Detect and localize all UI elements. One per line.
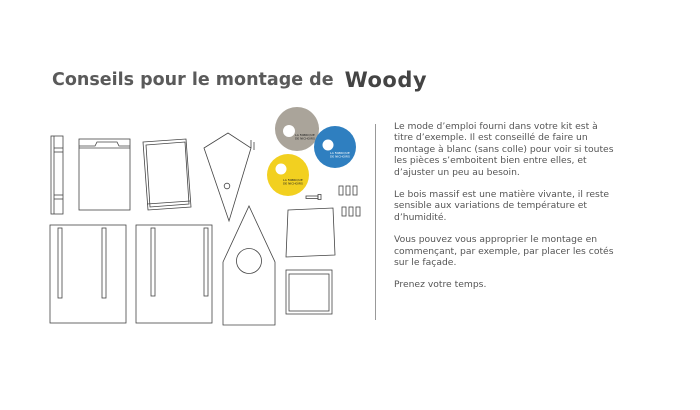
part-roof-shape	[203, 132, 255, 223]
title-text: Conseils pour le montage de	[52, 70, 334, 90]
disc-blue-label-1: LA FABRIQUE	[330, 151, 350, 155]
advice-text: Le mode d’emploi fourni dans votre kit e…	[394, 121, 616, 302]
part-square-panel	[285, 207, 336, 258]
disc-blue: LA FABRIQUE DE NICHOIRS	[314, 126, 356, 168]
disc-blue-label-2: DE NICHOIRS	[330, 155, 350, 159]
disc-grey-label-1: LA FABRIQUE	[295, 133, 315, 137]
part-side-panel-right	[135, 224, 213, 324]
part-tilted-panel	[142, 138, 192, 211]
part-front-facade	[222, 205, 276, 326]
disc-yellow-label-2: DE NICHOIRS	[283, 182, 303, 186]
disc-yellow: LA FABRIQUE DE NICHOIRS	[267, 154, 309, 196]
kit-parts-illustration: LA FABRIQUE DE NICHOIRS LA FABRIQUE DE N…	[49, 107, 361, 326]
paragraph-kit-instructions: Le mode d’emploi fourni dans votre kit e…	[394, 121, 614, 178]
paragraph-take-your-time: Prenez votre temps.	[394, 279, 487, 291]
page-title: Conseils pour le montage de Woody	[52, 64, 427, 96]
brand-logo: Woody	[344, 68, 428, 92]
part-side-panel-left	[49, 224, 127, 324]
part-perch-peg	[305, 194, 322, 200]
paragraph-assembly-order: Vous pouvez vous approprier le montage e…	[394, 234, 614, 269]
part-small-box	[285, 269, 333, 315]
part-notched-panel	[78, 138, 131, 211]
part-dowels	[338, 185, 361, 217]
disc-grey: LA FABRIQUE DE NICHOIRS	[275, 107, 319, 151]
disc-grey-label-2: DE NICHOIRS	[295, 137, 315, 141]
part-narrow-strip	[50, 135, 64, 215]
paragraph-solid-wood: Le bois massif est une matière vivante, …	[394, 189, 610, 223]
disc-yellow-label-1: LA FABRIQUE	[283, 178, 303, 182]
vertical-divider	[375, 124, 376, 320]
